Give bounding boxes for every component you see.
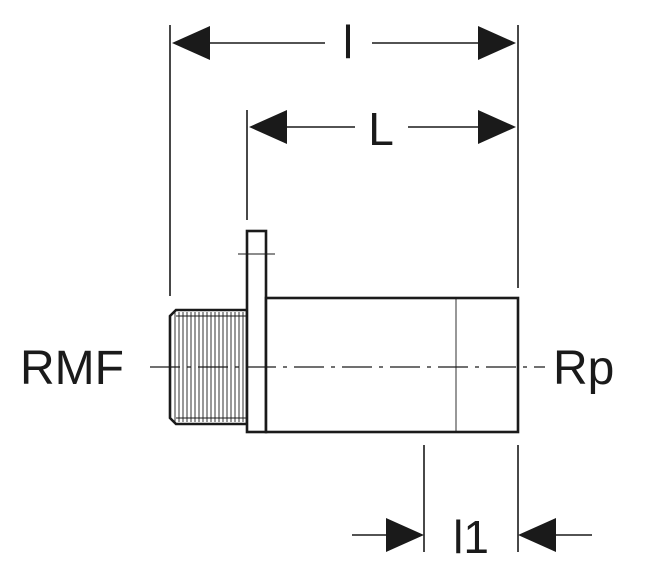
- arrowhead-l-left: [172, 26, 210, 60]
- label-rmf: RMF: [20, 342, 124, 395]
- arrowhead-L-left: [249, 110, 287, 144]
- arrowhead-L-right: [478, 110, 516, 144]
- fitting: [168, 229, 520, 434]
- socket-body: [264, 296, 520, 434]
- extension-lines: [169, 25, 519, 552]
- label-l: l: [343, 16, 353, 68]
- dimension-body-length: L: [249, 103, 516, 155]
- arrowhead-l1-right: [518, 518, 556, 552]
- label-rp: Rp: [553, 342, 614, 395]
- dimension-overall-length: l: [172, 16, 516, 68]
- arrowhead-l-right: [478, 26, 516, 60]
- label-L: L: [368, 103, 394, 155]
- thread-lines: [174, 312, 247, 422]
- flange: [245, 229, 268, 434]
- dimension-socket-depth: l1: [352, 511, 592, 563]
- arrowhead-l1-left: [386, 518, 424, 552]
- label-l1: l1: [453, 511, 489, 563]
